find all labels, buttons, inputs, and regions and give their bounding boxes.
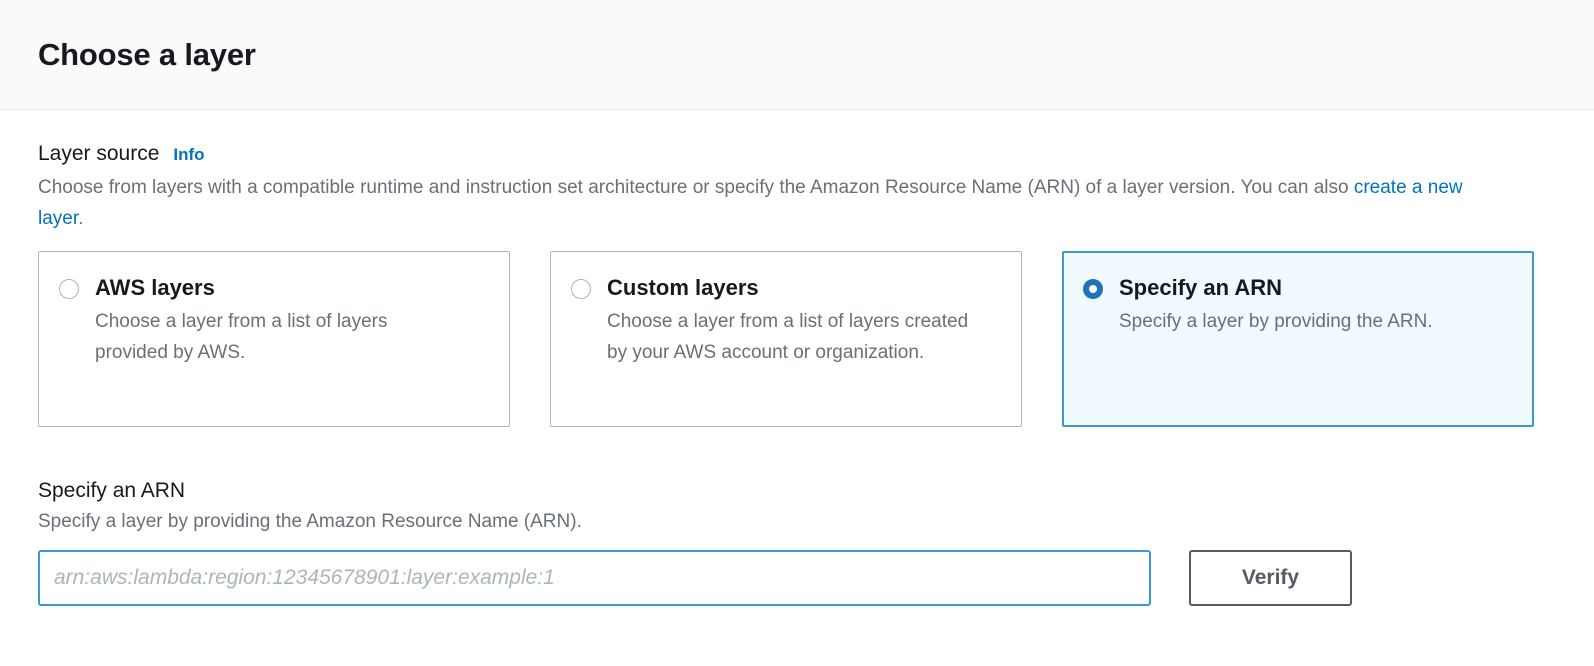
- radio-card-text-specify-arn: Specify an ARN Specify a layer by provid…: [1119, 274, 1433, 406]
- radio-card-aws-layers[interactable]: AWS layers Choose a layer from a list of…: [38, 251, 510, 427]
- arn-input-row: Verify: [38, 550, 1556, 606]
- radio-card-text-custom-layers: Custom layers Choose a layer from a list…: [607, 274, 977, 406]
- layer-source-label-row: Layer source Info: [38, 142, 1556, 166]
- radio-card-title-custom-layers: Custom layers: [607, 275, 759, 300]
- radio-card-custom-layers[interactable]: Custom layers Choose a layer from a list…: [550, 251, 1022, 427]
- info-link[interactable]: Info: [173, 145, 205, 164]
- verify-button[interactable]: Verify: [1189, 550, 1352, 606]
- radio-card-description-specify-arn: Specify a layer by providing the ARN.: [1119, 311, 1433, 332]
- radio-card-title-specify-arn: Specify an ARN: [1119, 275, 1283, 300]
- radio-card-description-aws-layers: Choose a layer from a list of layers pro…: [95, 311, 388, 363]
- layer-source-description: Choose from layers with a compatible run…: [38, 172, 1498, 234]
- arn-field-label: Specify an ARN: [38, 479, 186, 502]
- radio-icon-specify-arn[interactable]: [1083, 279, 1103, 299]
- arn-input[interactable]: [38, 550, 1151, 606]
- radio-icon-custom-layers[interactable]: [571, 279, 591, 299]
- radio-card-text-aws-layers: AWS layers Choose a layer from a list of…: [95, 274, 465, 406]
- radio-card-title-aws-layers: AWS layers: [95, 275, 215, 300]
- modal-header: Choose a layer: [0, 0, 1594, 110]
- arn-field-description: Specify a layer by providing the Amazon …: [38, 511, 582, 532]
- radio-card-description-custom-layers: Choose a layer from a list of layers cre…: [607, 311, 969, 363]
- radio-icon-aws-layers[interactable]: [59, 279, 79, 299]
- layer-source-label: Layer source: [38, 142, 160, 165]
- modal-body: Layer source Info Choose from layers wit…: [0, 110, 1594, 666]
- layer-source-description-text-1: Choose from layers with a compatible run…: [38, 177, 1354, 198]
- arn-section: Specify an ARN Specify a layer by provid…: [38, 479, 1556, 606]
- radio-card-specify-arn[interactable]: Specify an ARN Specify a layer by provid…: [1062, 251, 1534, 427]
- layer-source-description-text-2: .: [78, 208, 84, 229]
- create-new-layer-link[interactable]: create a new layer: [38, 177, 1463, 229]
- page-title: Choose a layer: [38, 36, 256, 72]
- layer-source-options: AWS layers Choose a layer from a list of…: [38, 251, 1556, 427]
